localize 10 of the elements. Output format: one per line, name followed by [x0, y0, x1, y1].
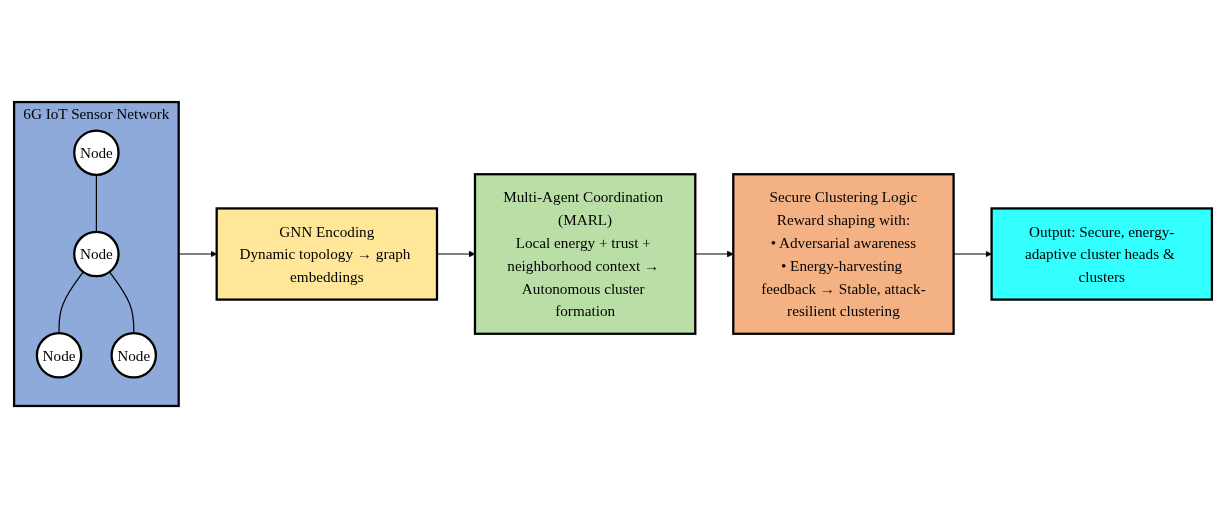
- node-circle: Node: [73, 129, 120, 177]
- node-box: GNN Encoding Dynamic topology → graph embeddings: [215, 207, 439, 302]
- node-circle: Node: [35, 332, 83, 380]
- node-box: Secure Clustering Logic Reward shaping with: • Adversarial awareness • Energy-harvesting feedback → Stable, attack-resilient clustering: [732, 173, 955, 336]
- node-box: Output: Secure, energy-adaptive cluster heads & clusters: [990, 207, 1214, 302]
- node-circle: Node: [110, 332, 158, 380]
- arrow: [178, 251, 217, 258]
- node-box: Multi-Agent Coordination (MARL) Local energy + trust + neighborhood context → Autonomous cluster formation: [473, 173, 697, 336]
- node-circle: Node: [73, 231, 120, 278]
- arrow: [953, 251, 992, 258]
